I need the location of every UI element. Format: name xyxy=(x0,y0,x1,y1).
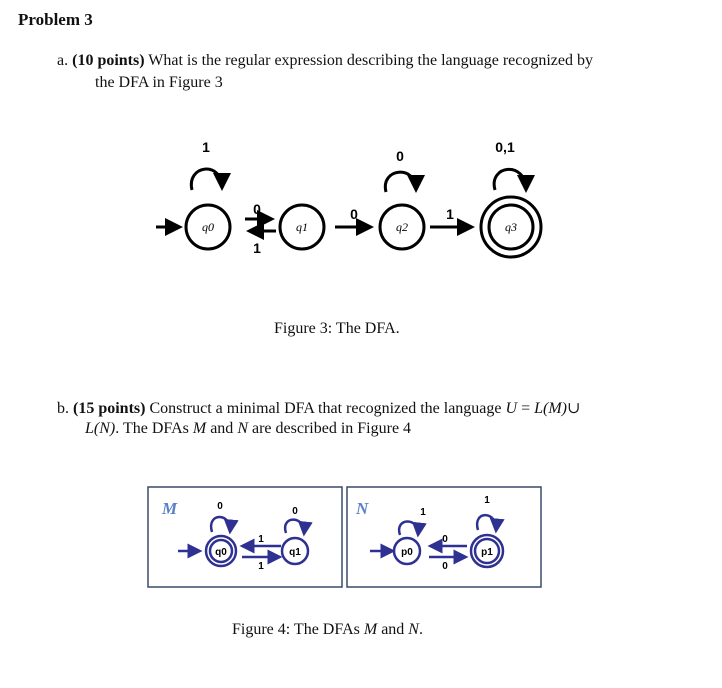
problem-heading: Problem 3 xyxy=(18,10,93,29)
part-a-points: (10 points) xyxy=(72,52,145,69)
loop-q3 xyxy=(492,167,535,193)
part-b-text: Construct a minimal DFA that recognized … xyxy=(149,400,502,417)
part-a-marker: a. xyxy=(57,52,69,69)
state-label: q0 xyxy=(215,547,227,558)
edge-label: 1 xyxy=(202,139,210,155)
n-title: N xyxy=(355,499,369,518)
edge-label: 1 xyxy=(258,561,264,572)
edge-label: 1 xyxy=(446,206,454,222)
math: M xyxy=(192,420,207,437)
edge-label: 0 xyxy=(350,206,358,222)
edge-label: 0 xyxy=(396,148,404,164)
edge-label: 1 xyxy=(258,534,264,545)
part-b-line2: L(N). The DFAs M and N are described in … xyxy=(85,420,411,438)
edge-label: 1 xyxy=(420,507,426,518)
part-a-text: What is the regular expression describin… xyxy=(148,52,594,69)
state-label: q3 xyxy=(505,220,517,234)
edge-label: 0 xyxy=(217,501,223,512)
loop-q2 xyxy=(383,170,425,193)
part-b-marker: b. xyxy=(57,400,69,417)
edge-label: 0 xyxy=(253,201,261,217)
math: = xyxy=(521,400,531,417)
m-title: M xyxy=(161,499,178,518)
text: and xyxy=(210,420,234,437)
math: M xyxy=(363,621,378,638)
state-label: q0 xyxy=(202,220,214,234)
state-label: p0 xyxy=(401,547,413,558)
part-b-line1: b. (15 points) Construct a minimal DFA t… xyxy=(57,398,580,418)
state-label: q1 xyxy=(289,547,301,558)
edge-label: 0 xyxy=(442,534,448,545)
edge-label: 0 xyxy=(442,561,448,572)
state-label: q2 xyxy=(396,220,408,234)
math: ∪ xyxy=(567,400,581,417)
part-b-points: (15 points) xyxy=(73,400,146,417)
math: L(N) xyxy=(85,420,116,437)
state-q2 xyxy=(378,203,426,251)
math: N xyxy=(408,621,419,638)
edge-label: 0,1 xyxy=(495,139,515,155)
text: . xyxy=(418,621,423,638)
text: Figure 4: The DFAs xyxy=(232,621,360,638)
math: N xyxy=(237,420,248,437)
figure3-caption: Figure 3: The DFA. xyxy=(274,320,400,337)
edge-label: 0 xyxy=(292,506,298,517)
state-q3-outer xyxy=(479,195,543,259)
state-q1 xyxy=(278,203,326,251)
text: are described in Figure 4 xyxy=(251,420,412,437)
math: U xyxy=(505,400,518,417)
math: L(M) xyxy=(534,400,567,417)
figure4-dfa-m: M q0 q1 0 0 1 1 xyxy=(147,486,343,588)
state-q0 xyxy=(184,203,232,251)
state-q3-inner xyxy=(487,203,535,251)
state-label: p1 xyxy=(481,547,493,558)
part-a-line2: the DFA in Figure 3 xyxy=(95,74,223,91)
edge-label: 1 xyxy=(484,495,490,506)
state-label: q1 xyxy=(296,220,308,234)
part-a-line1: a. (10 points) What is the regular expre… xyxy=(57,52,593,70)
edge-label: 1 xyxy=(253,240,261,256)
figure4-dfa-n: N p0 p1 1 1 0 0 xyxy=(346,486,542,588)
figure4-caption: Figure 4: The DFAs M and N. xyxy=(232,621,423,639)
loop-q0 xyxy=(189,167,231,191)
text: . The DFAs xyxy=(115,420,189,437)
text: and xyxy=(381,621,405,638)
figure3-dfa xyxy=(156,167,543,259)
